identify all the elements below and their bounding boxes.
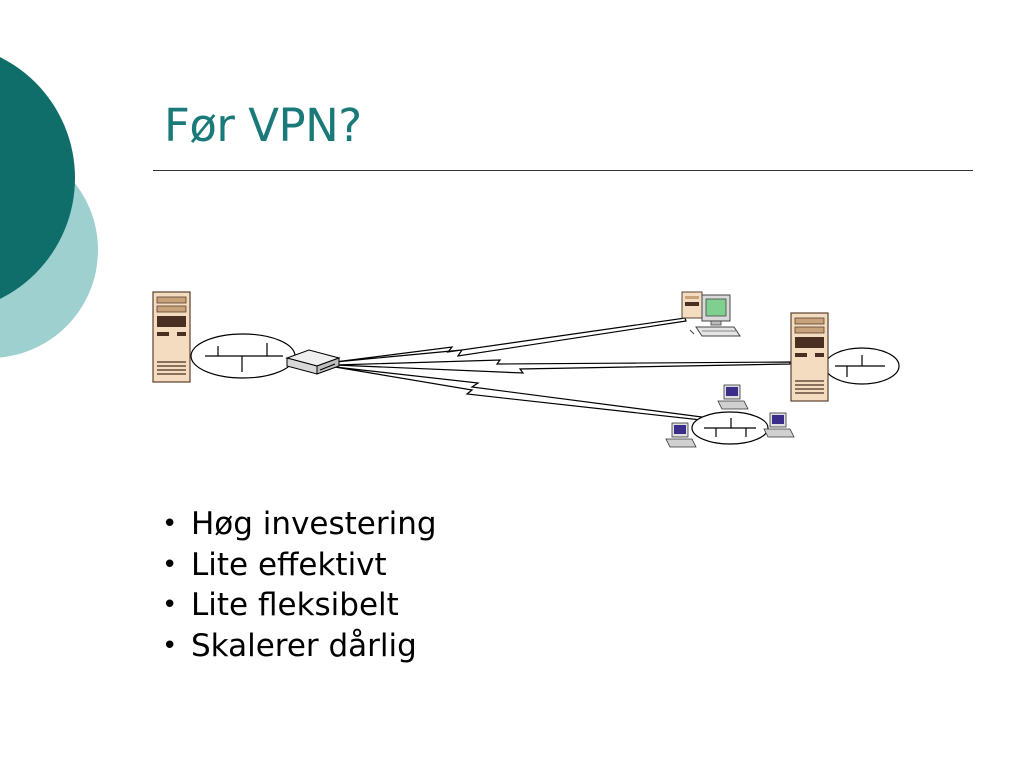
bullet-item: • Lite effektivt [162, 545, 437, 586]
bullet-text: Lite effektivt [191, 546, 387, 583]
bullet-dot: • [162, 590, 178, 620]
network-diagram [152, 291, 900, 448]
wan-link-bottom [334, 366, 703, 421]
router-icon [285, 349, 341, 375]
bullet-text: Lite fleksibelt [191, 587, 399, 623]
slide-title: Før VPN? [164, 99, 362, 152]
pc-icon [717, 384, 749, 410]
server-left-icon [152, 291, 191, 383]
server-right-icon [790, 312, 829, 402]
bullet-item: • Skalerer dårlig [162, 626, 437, 667]
workstation-icon [681, 291, 741, 337]
bullet-dot: • [162, 549, 178, 580]
pc-icon [763, 412, 795, 438]
lan-left [190, 333, 296, 379]
wan-link-top [334, 317, 687, 363]
bullet-item: • Lite fleksibelt [162, 585, 437, 626]
lan-bottom [691, 411, 769, 445]
title-divider [153, 170, 973, 171]
wan-link-middle [334, 359, 791, 374]
bullet-text: Skalerer dårlig [191, 627, 417, 664]
dark-teal-circle [0, 57, 75, 299]
pc-cluster [665, 384, 795, 448]
bullet-list: • Høg investering • Lite effektivt • Lite f… [162, 504, 437, 666]
bullet-item: • Høg investering [162, 504, 437, 545]
pc-icon [665, 422, 697, 448]
lan-right [824, 347, 900, 385]
bullet-dot: • [162, 630, 178, 661]
bullet-dot: • [162, 509, 178, 539]
bullet-text: Høg investering [191, 506, 437, 542]
wan-links [334, 317, 791, 421]
decorative-circles [0, 57, 98, 358]
